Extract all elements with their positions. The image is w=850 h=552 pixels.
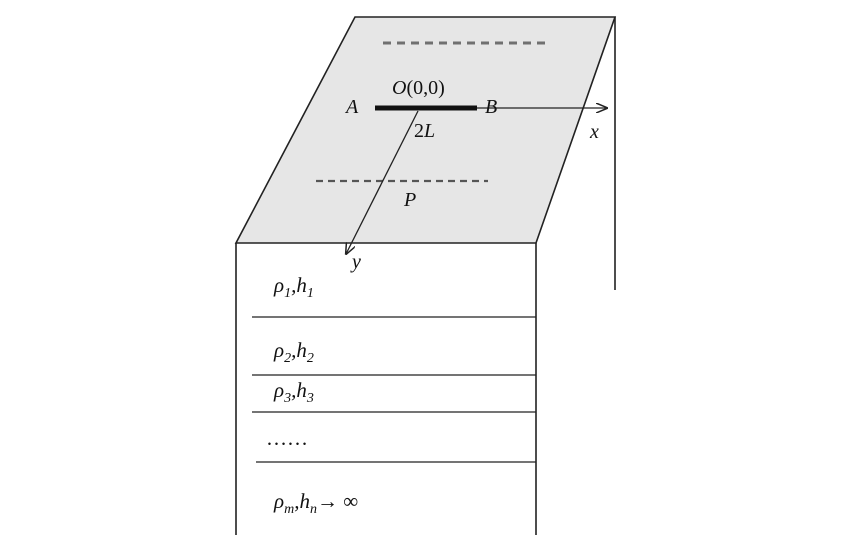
- layer-n-label: ρm,hn→ ∞: [273, 489, 358, 517]
- x-axis-label: x: [589, 121, 599, 143]
- layer-2-label: ρ2,h2: [273, 338, 314, 366]
- layer-ellipsis: ……: [266, 426, 308, 450]
- point-p-label: P: [403, 189, 416, 211]
- origin-label: O(0,0): [392, 77, 445, 99]
- point-b-label: B: [485, 96, 497, 118]
- y-axis-label: y: [350, 251, 361, 273]
- layer-3-label: ρ3,h3: [273, 378, 314, 406]
- y-axis-arrow: [346, 110, 419, 254]
- layer-1-label: ρ1,h1: [273, 273, 314, 301]
- point-a-label: A: [344, 96, 359, 118]
- length-2l-label: 2L: [414, 120, 435, 142]
